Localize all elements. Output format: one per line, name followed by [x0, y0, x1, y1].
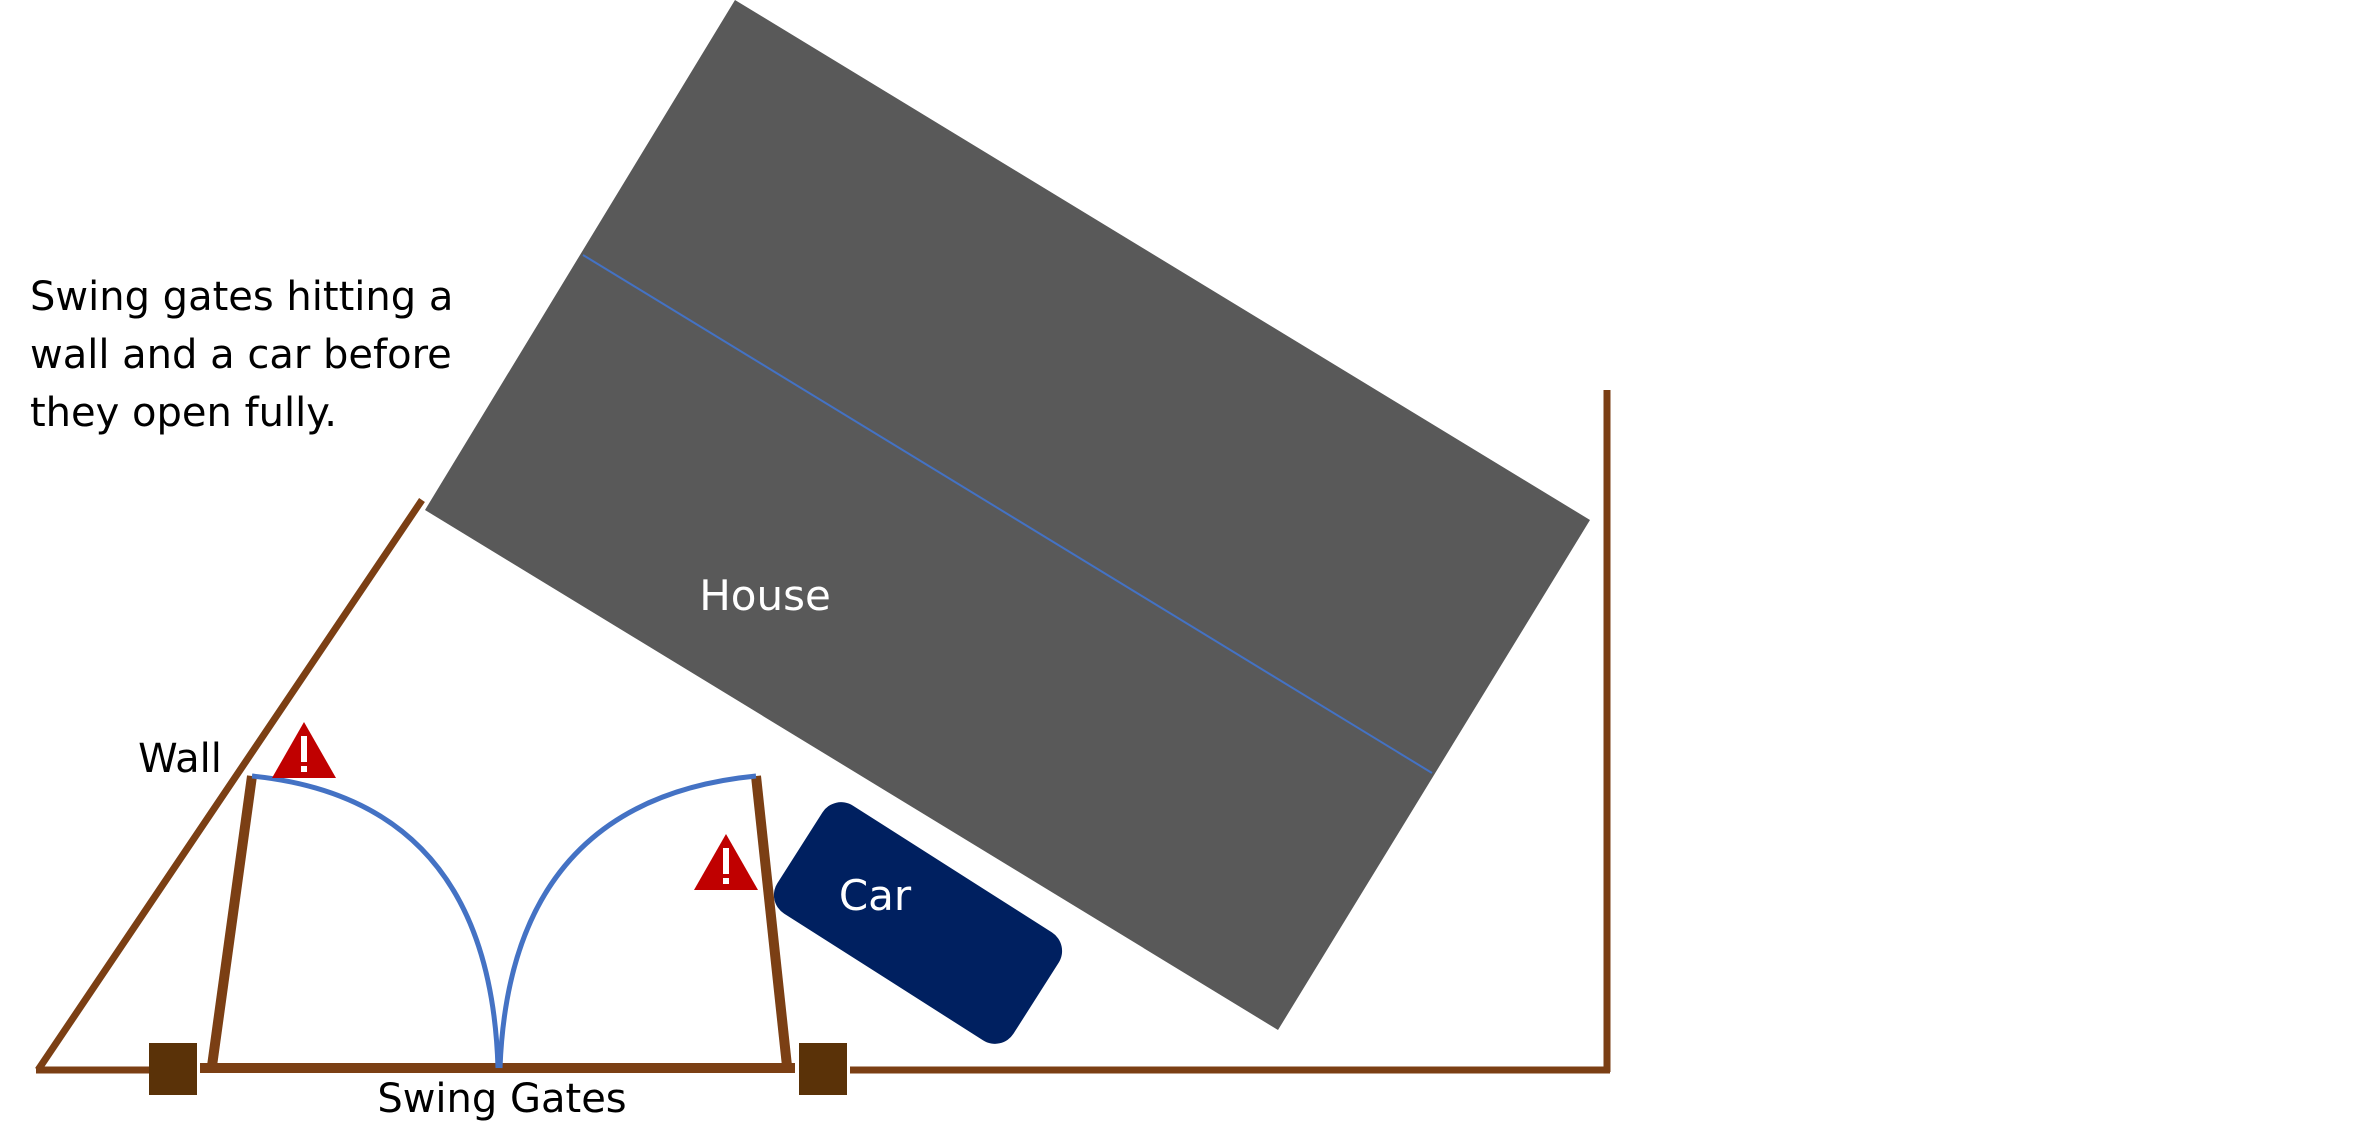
car-body [773, 802, 1063, 1044]
wall-diagonal [35, 498, 425, 1072]
gate-swing-arc-left [251, 773, 501, 1069]
diagram-caption: Swing gates hitting a wall and a car bef… [30, 268, 510, 442]
car [773, 802, 1063, 1044]
caption-line-1: Swing gates hitting a [30, 274, 454, 320]
gate-leaf-left [207, 775, 257, 1067]
fences [35, 390, 1611, 1074]
swing-gates-label: Swing Gates [377, 1076, 626, 1122]
gate-leaf-right [751, 775, 792, 1067]
house-label: House [699, 571, 831, 620]
house: House [425, 0, 1590, 1030]
car-label: Car [839, 871, 912, 920]
swing-gates [200, 773, 795, 1073]
caption-line-2: wall and a car before [30, 332, 452, 378]
warning-triangle-icon [272, 722, 336, 778]
house-ridge-line [582, 254, 1433, 774]
warning-triangle-icon [694, 834, 758, 890]
caption-line-3: they open fully. [30, 390, 337, 436]
gate-post-left [149, 1043, 197, 1095]
wall-label: Wall [138, 736, 222, 782]
gate-swing-arc-right [497, 773, 757, 1069]
gate-post-right [799, 1043, 847, 1095]
